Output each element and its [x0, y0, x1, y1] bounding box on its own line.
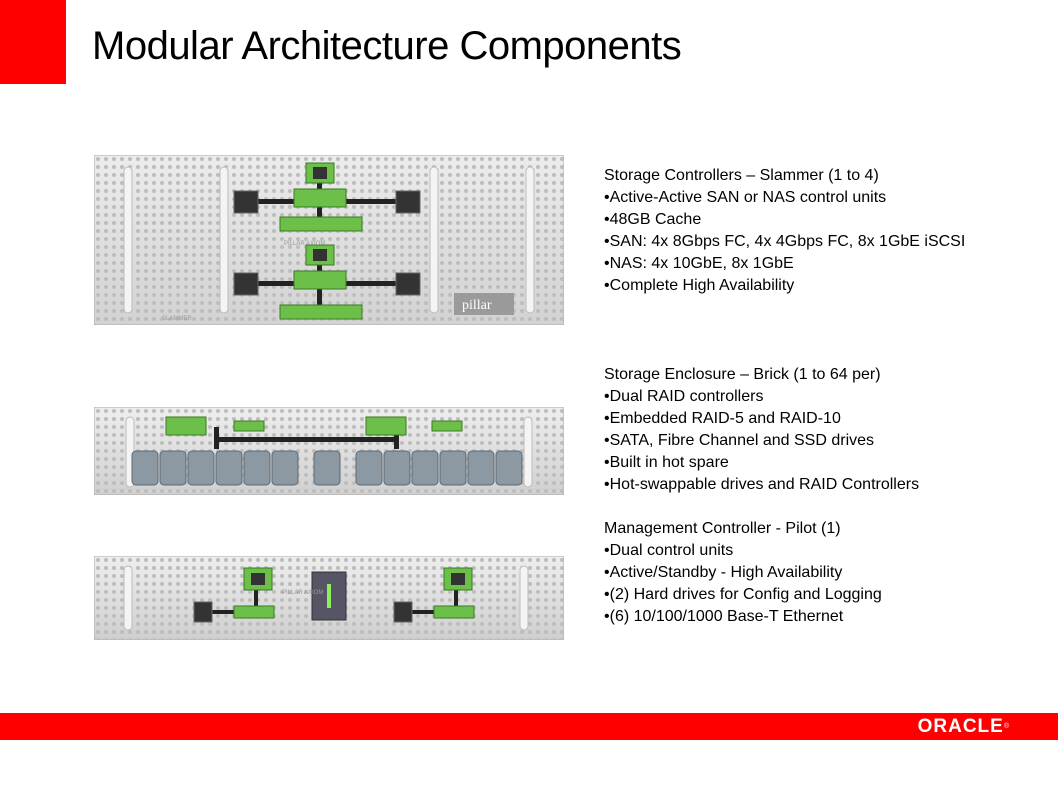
brick-bullet: Embedded RAID-5 and RAID-10	[604, 408, 994, 430]
slammer-bullet: NAS: 4x 10GbE, 8x 1GbE	[604, 253, 994, 275]
brick-bullet: Dual RAID controllers	[604, 386, 994, 408]
oracle-logo-text: ORACLE	[917, 716, 1004, 737]
pilot-bullet: Active/Standby - High Availability	[604, 562, 994, 584]
pilot-bullet: (2) Hard drives for Config and Logging	[604, 584, 994, 606]
pilot-controller-image: PILLAR AXIOM	[94, 556, 564, 640]
oracle-logo: ORACLE®	[918, 716, 1010, 738]
pillar-badge: pillar	[462, 298, 492, 313]
accent-block	[0, 0, 66, 84]
pilot-bullet: (6) 10/100/1000 Base-T Ethernet	[604, 606, 994, 628]
slammer-section: Storage Controllers – Slammer (1 to 4) A…	[604, 165, 994, 297]
pilot-bullets: Dual control units Active/Standby - High…	[604, 540, 994, 628]
brick-bullet: Built in hot spare	[604, 452, 994, 474]
pilot-bullet: Dual control units	[604, 540, 994, 562]
brick-bullet: Hot-swappable drives and RAID Controller…	[604, 474, 994, 496]
slammer-label: SLAMMER	[162, 316, 192, 322]
slammer-bullet: 48GB Cache	[604, 209, 994, 231]
slammer-bullet: Complete High Availability	[604, 275, 994, 297]
brick-heading: Storage Enclosure – Brick (1 to 64 per)	[604, 366, 881, 383]
pilot-heading: Management Controller - Pilot (1)	[604, 520, 841, 537]
brick-enclosure-image	[94, 407, 564, 495]
slammer-bullet: SAN: 4x 8Gbps FC, 4x 4Gbps FC, 8x 1GbE i…	[604, 231, 994, 253]
slide-title: Modular Architecture Components	[92, 24, 682, 68]
slammer-chassis-image: PILLAR AXIOM SLAMMER pillar	[94, 155, 564, 325]
pilot-section: Management Controller - Pilot (1) Dual c…	[604, 518, 994, 628]
footer-bar: ORACLE®	[0, 713, 1058, 740]
slammer-bullets: Active-Active SAN or NAS control units 4…	[604, 187, 994, 297]
brick-bullet: SATA, Fibre Channel and SSD drives	[604, 430, 994, 452]
slammer-bullet: Active-Active SAN or NAS control units	[604, 187, 994, 209]
registered-mark: ®	[1003, 723, 1010, 730]
pillar-axiom-label: PILLAR AXIOM	[284, 241, 325, 247]
brick-section: Storage Enclosure – Brick (1 to 64 per) …	[604, 364, 994, 496]
slammer-heading: Storage Controllers – Slammer (1 to 4)	[604, 167, 879, 184]
pilot-axiom-label: PILLAR AXIOM	[282, 590, 323, 596]
brick-bullets: Dual RAID controllers Embedded RAID-5 an…	[604, 386, 994, 496]
